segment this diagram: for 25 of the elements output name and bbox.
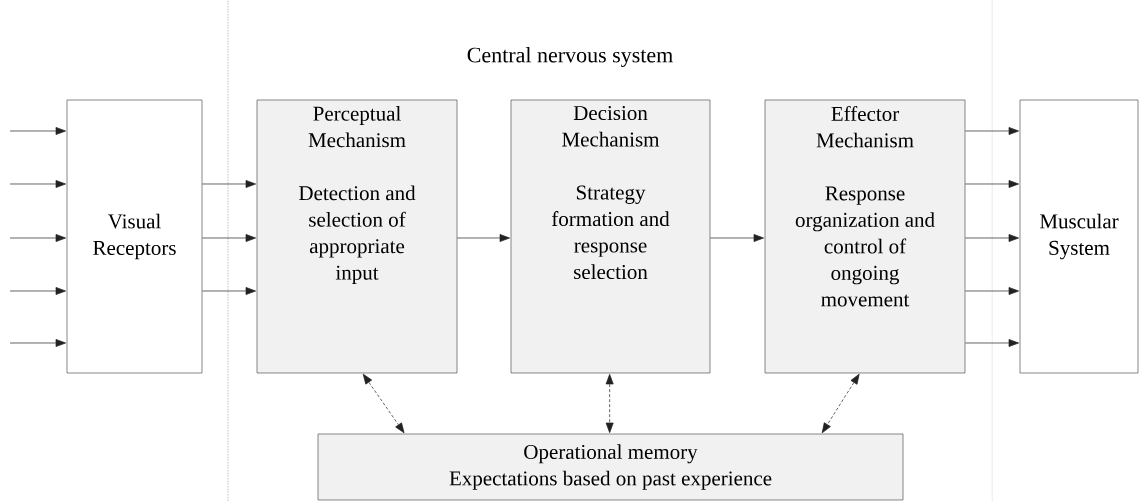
arrow — [457, 234, 510, 242]
arrow — [202, 287, 256, 295]
arrow — [9, 234, 66, 242]
arrow — [362, 373, 405, 434]
arrow — [9, 287, 66, 295]
process-box: Operational memory Expectations based on past experience — [317, 433, 904, 501]
heading: Central nervous system — [467, 47, 673, 67]
process-box: Decision Mechanism Strategy formation and response selection — [510, 99, 711, 374]
arrow — [965, 287, 1019, 295]
arrow — [710, 234, 764, 242]
arrow — [202, 180, 256, 188]
process-box: Effector Mechanism Response organization and control of ongoing movement — [764, 99, 966, 374]
arrow — [965, 234, 1019, 242]
arrow — [965, 127, 1019, 135]
arrow — [965, 339, 1019, 347]
arrow — [9, 180, 66, 188]
arrow — [9, 127, 66, 135]
arrow — [821, 373, 860, 434]
arrow — [9, 339, 66, 347]
arrow — [605, 374, 614, 433]
arrow — [202, 234, 256, 242]
process-box: Muscular System — [1019, 99, 1139, 374]
process-box: Visual Receptors — [66, 99, 203, 374]
arrow — [965, 180, 1019, 188]
process-box: Perceptual Mechanism Detection and selection of appropriate input — [256, 99, 458, 374]
